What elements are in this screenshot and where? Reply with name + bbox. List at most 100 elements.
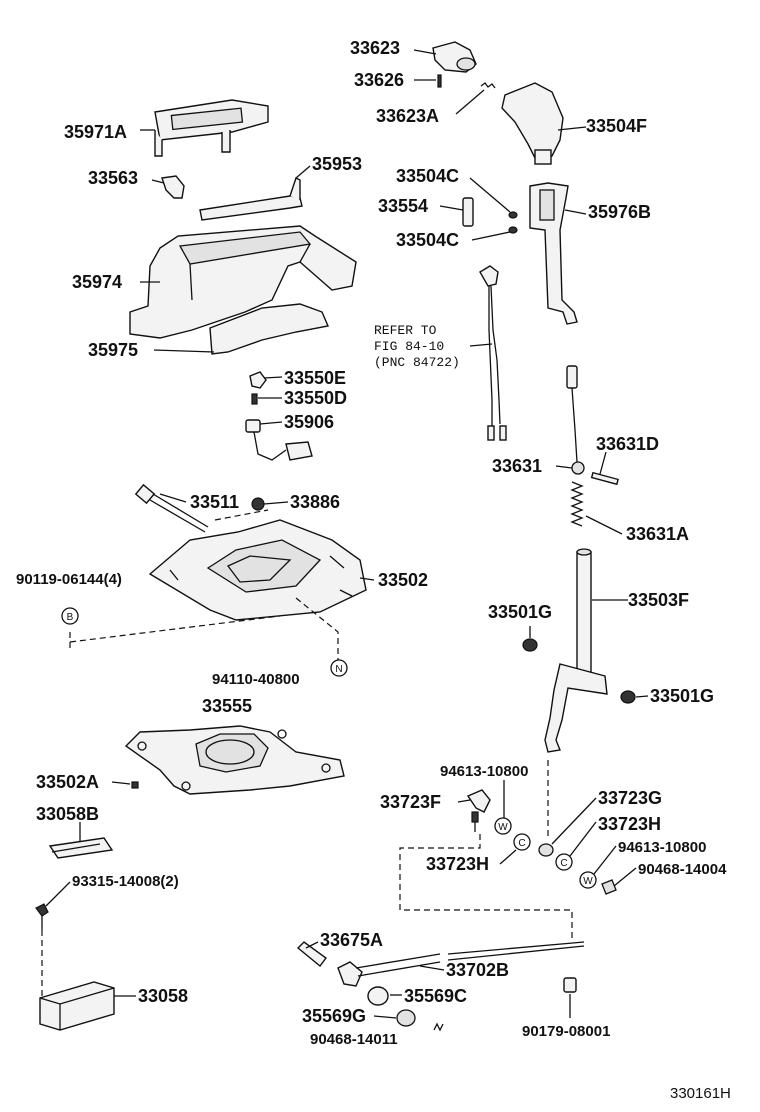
leader-lines [45,49,649,1019]
shift-rod-33702B [447,941,585,961]
bushing-35569G [396,1009,416,1027]
ref-line-1: REFER TO [374,323,437,338]
label-33723F: 33723F [380,792,441,812]
clip-c-2: C [555,853,573,871]
trim-panel-35975 [209,303,329,355]
badge-w-2: W [583,876,593,887]
clip-c-1: C [513,833,531,851]
badge-n: N [330,659,348,677]
nut-90179 [563,977,577,993]
cover-plate-33555 [124,725,345,795]
nut-33886 [251,497,265,511]
label-33702B: 33702B [446,960,509,980]
pin-33626 [437,74,442,88]
bulb-33550D [251,393,258,405]
leader-dashed-n [295,597,339,660]
label-33886: 33886 [290,492,340,512]
label-33675A: 33675A [320,930,383,950]
label-33555: 33555 [202,696,252,716]
label-33631: 33631 [492,456,542,476]
label-94110: 94110-40800 [212,671,300,688]
label-33058: 33058 [138,986,188,1006]
clip-33563 [161,175,185,199]
control-unit-33058 [39,981,115,1031]
label-33631A: 33631A [626,524,689,544]
badge-w-1: W [498,822,508,833]
screw-33504c-b [508,226,518,234]
badge-c-2: C [560,858,567,869]
base-plate-33502 [148,519,367,621]
bushing-33501g-a [522,638,538,652]
pin-33675A [296,941,327,968]
label-90468-14011: 90468-14011 [310,1031,398,1048]
label-33723G: 33723G [598,788,662,808]
pin-33631d [590,471,619,486]
label-33501G-b: 33501G [650,686,714,706]
label-33511: 33511 [190,492,239,512]
label-90468-14004: 90468-14004 [638,861,727,878]
badge-n-label: N [335,664,342,675]
shift-knob [501,82,564,165]
label-33058B-line [51,843,101,853]
washer-w-2: W [579,871,597,889]
bushing-35569C [367,986,389,1006]
bracket-33723F [466,789,491,832]
label-35569G: 35569G [302,1006,366,1026]
label-33554: 33554 [378,196,428,216]
part-labels: 33623 33626 33623A 33504F 35971A 33563 3… [16,38,727,1048]
label-33503F: 33503F [628,590,689,610]
bezel-35953 [199,177,303,221]
label-35974: 35974 [72,272,122,292]
badge-b-label: B [67,612,74,623]
shift-lever-upper [529,182,578,325]
label-33631D: 33631D [596,434,659,454]
label-35971A: 35971A [64,122,127,142]
leader-dashed-loop [399,834,573,940]
wire-harness-ref [479,265,507,441]
label-33723H-a: 33723H [598,814,661,834]
ref-line-2: FIG 84-10 [374,339,444,354]
button-33554 [462,197,474,227]
bulb-33550E [249,371,267,389]
label-33550D: 33550D [284,388,347,408]
position-indicator-35971A [154,99,269,157]
label-93315: 93315-14008(2) [72,873,179,890]
label-33058B: 33058B [36,804,99,824]
ref-line-3: (PNC 84722) [374,355,460,370]
label-90119: 90119-06144(4) [16,571,122,588]
label-33504C-b: 33504C [396,230,459,250]
label-33504C-a: 33504C [396,166,459,186]
label-90179: 90179-08001 [522,1023,610,1040]
label-94613-a: 94613-10800 [440,763,528,780]
washer-w-1: W [494,817,512,835]
shift-knob-cap [432,41,477,73]
clip-90468-14004 [601,879,617,895]
label-35976B: 35976B [588,202,651,222]
label-33623: 33623 [350,38,400,58]
shift-lever-lower [544,548,608,753]
label-33058B [48,837,114,859]
label-33623A: 33623A [376,106,439,126]
label-33626: 33626 [354,70,404,90]
label-33502: 33502 [378,570,428,590]
spring-33623A [480,82,496,89]
leader-dashed-33886 [214,509,269,521]
label-33504F: 33504F [586,116,647,136]
screw-93315 [35,903,49,930]
switch-wire-33631 [566,365,585,475]
label-33563: 33563 [88,168,138,188]
reference-note: REFER TO FIG 84-10 (PNC 84722) [374,323,460,370]
plug-33502A [131,781,139,789]
leader-dashed-b2 [69,615,281,643]
label-33550E: 33550E [284,368,346,388]
rod-end-33702B [337,953,441,987]
bolt-33511 [134,483,209,533]
label-35975: 35975 [88,340,138,360]
figure-code: 330161H [670,1085,731,1102]
label-35569C: 35569C [404,986,467,1006]
bushing-33501g-b [620,690,636,704]
badge-b: B [61,607,79,625]
label-94613-b: 94613-10800 [618,839,706,856]
label-33502A: 33502A [36,772,99,792]
